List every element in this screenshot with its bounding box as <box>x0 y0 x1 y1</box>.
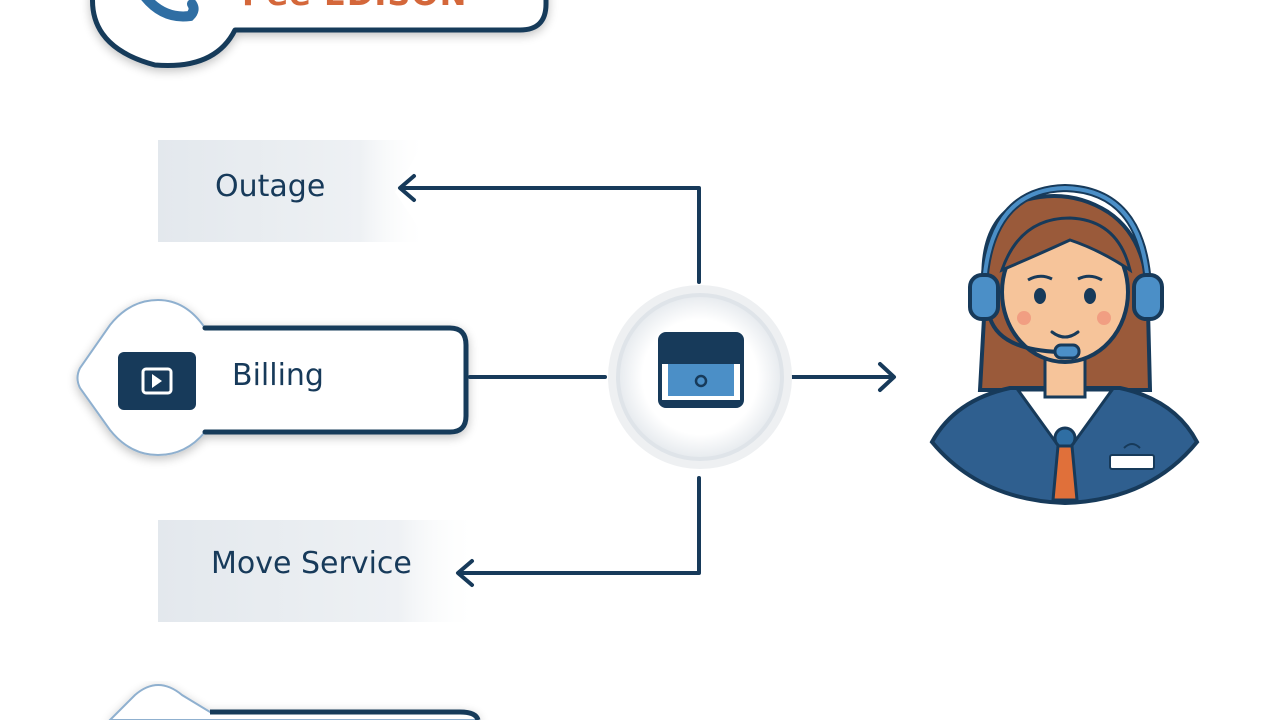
option-move-service-label[interactable]: Move Service <box>211 546 412 581</box>
connectors <box>398 174 896 587</box>
option-billing-label[interactable]: Billing <box>232 358 324 393</box>
outage-flag <box>158 140 428 242</box>
bottom-node <box>108 684 481 720</box>
option-outage-label[interactable]: Outage <box>215 169 326 204</box>
phone-handset-icon <box>141 0 199 22</box>
move-service-flag <box>158 520 478 622</box>
router-box-icon <box>658 332 744 408</box>
header-node <box>90 0 549 69</box>
header-label: Pee EDISON <box>242 0 467 10</box>
play-icon <box>118 352 196 410</box>
support-agent-avatar[interactable] <box>929 183 1200 506</box>
billing-node[interactable] <box>76 298 469 457</box>
